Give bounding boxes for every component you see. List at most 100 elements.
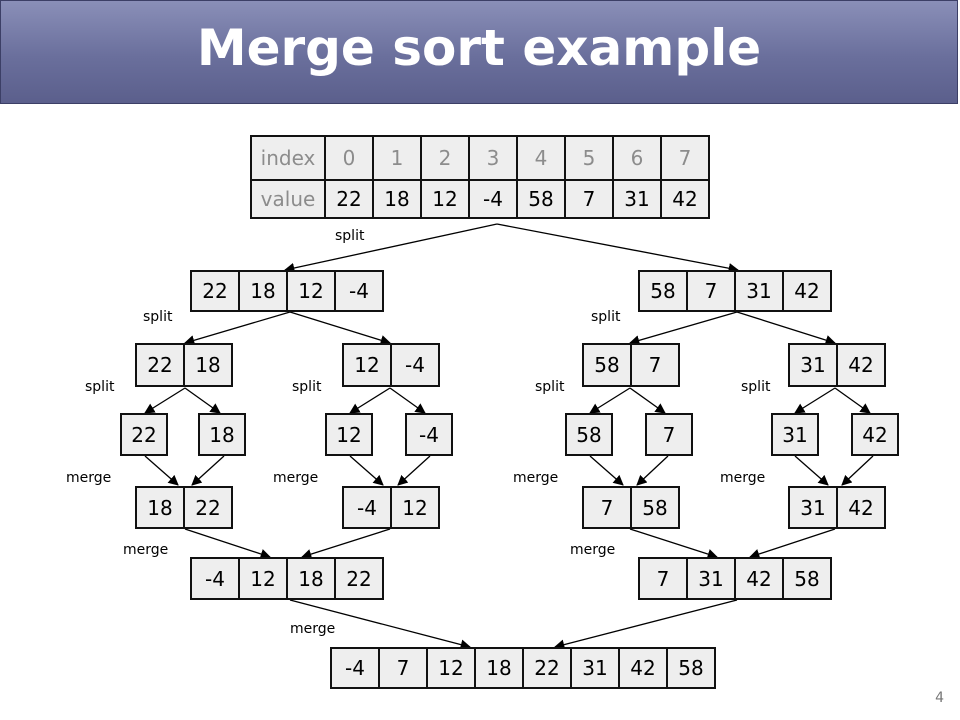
array-cell: 31 — [734, 270, 784, 312]
merge-arrow — [301, 528, 391, 560]
array-cell: -4 — [342, 486, 392, 529]
title-bar: Merge sort example — [0, 0, 958, 104]
split-label: split — [292, 379, 322, 395]
array-cell: 7 — [582, 486, 632, 529]
merge-arrow — [397, 455, 431, 486]
merge-arrow — [144, 455, 179, 486]
split-arrow — [184, 311, 291, 346]
array-cell: -4 — [390, 343, 440, 387]
array-cell: 22 — [190, 270, 240, 312]
index-cell: 1 — [372, 135, 422, 181]
merge-arrow — [289, 599, 472, 650]
index-cell: 4 — [516, 135, 566, 181]
merge-arrow — [589, 455, 624, 486]
slide-title: Merge sort example — [196, 19, 762, 77]
array-cell: 12 — [238, 557, 288, 600]
array-cell: 42 — [836, 343, 886, 387]
array-cell: -4 — [405, 413, 453, 456]
merge-label: merge — [720, 470, 766, 486]
merge-arrow — [191, 455, 225, 486]
array-cell: 42 — [851, 413, 899, 456]
array-cell: 58 — [582, 343, 632, 387]
array-cell: 12 — [325, 413, 373, 456]
merge-label: merge — [123, 542, 169, 558]
split-label: split — [591, 309, 621, 325]
split-arrow — [389, 387, 426, 414]
array-cell: 12 — [286, 270, 336, 312]
array-cell: 31 — [686, 557, 736, 600]
split-arrow — [794, 387, 836, 414]
split-arrow — [184, 387, 221, 414]
merge-arrow — [841, 455, 874, 486]
value-cell: 42 — [660, 179, 710, 219]
merge-arrow — [553, 599, 738, 650]
split-arrow — [349, 387, 391, 414]
index-cell: 3 — [468, 135, 518, 181]
split-arrow — [589, 387, 631, 414]
value-header: value — [250, 179, 326, 219]
array-cell: 58 — [638, 270, 688, 312]
split-label: split — [335, 228, 365, 244]
split-arrow — [283, 223, 498, 274]
array-cell: 18 — [238, 270, 288, 312]
split-arrow — [629, 311, 738, 346]
array-cell: 12 — [426, 647, 476, 689]
split-arrow — [834, 387, 871, 414]
value-cell: 31 — [612, 179, 662, 219]
array-cell: 22 — [135, 343, 185, 387]
index-cell: 0 — [324, 135, 374, 181]
value-cell: 12 — [420, 179, 470, 219]
array-cell: 31 — [570, 647, 620, 689]
array-cell: 18 — [135, 486, 185, 529]
array-cell: 12 — [342, 343, 392, 387]
array-cell: 42 — [734, 557, 784, 600]
array-cell: 7 — [686, 270, 736, 312]
index-cell: 2 — [420, 135, 470, 181]
split-arrow — [496, 223, 740, 274]
array-cell: 7 — [638, 557, 688, 600]
array-cell: 22 — [183, 486, 233, 529]
split-arrow — [736, 311, 836, 346]
array-cell: 31 — [771, 413, 819, 456]
array-cell: 7 — [645, 413, 693, 456]
value-cell: 22 — [324, 179, 374, 219]
array-cell: 31 — [788, 486, 838, 529]
split-label: split — [143, 309, 173, 325]
array-cell: 18 — [198, 413, 246, 456]
split-label: split — [535, 379, 565, 395]
value-cell: -4 — [468, 179, 518, 219]
merge-arrow — [184, 528, 271, 560]
array-cell: 7 — [378, 647, 428, 689]
split-label: split — [85, 379, 115, 395]
index-cell: 6 — [612, 135, 662, 181]
merge-arrow — [349, 455, 384, 486]
split-label: split — [741, 379, 771, 395]
array-cell: 58 — [666, 647, 716, 689]
array-cell: 58 — [782, 557, 832, 600]
array-cell: -4 — [190, 557, 240, 600]
value-cell: 18 — [372, 179, 422, 219]
array-cell: 58 — [630, 486, 680, 529]
split-arrow — [144, 387, 186, 414]
split-arrow — [629, 387, 666, 414]
array-cell: 22 — [334, 557, 384, 600]
array-cell: 22 — [522, 647, 572, 689]
merge-label: merge — [513, 470, 559, 486]
value-cell: 7 — [564, 179, 614, 219]
merge-label: merge — [66, 470, 112, 486]
array-cell: 12 — [390, 486, 440, 529]
merge-label: merge — [570, 542, 616, 558]
index-cell: 7 — [660, 135, 710, 181]
array-cell: 7 — [630, 343, 680, 387]
merge-label: merge — [290, 621, 336, 637]
merge-label: merge — [273, 470, 319, 486]
merge-arrow — [636, 455, 669, 486]
array-cell: 42 — [618, 647, 668, 689]
array-cell: 58 — [565, 413, 613, 456]
index-header: index — [250, 135, 326, 181]
array-cell: 31 — [788, 343, 838, 387]
array-cell: -4 — [330, 647, 380, 689]
array-cell: 42 — [836, 486, 886, 529]
array-cell: 42 — [782, 270, 832, 312]
